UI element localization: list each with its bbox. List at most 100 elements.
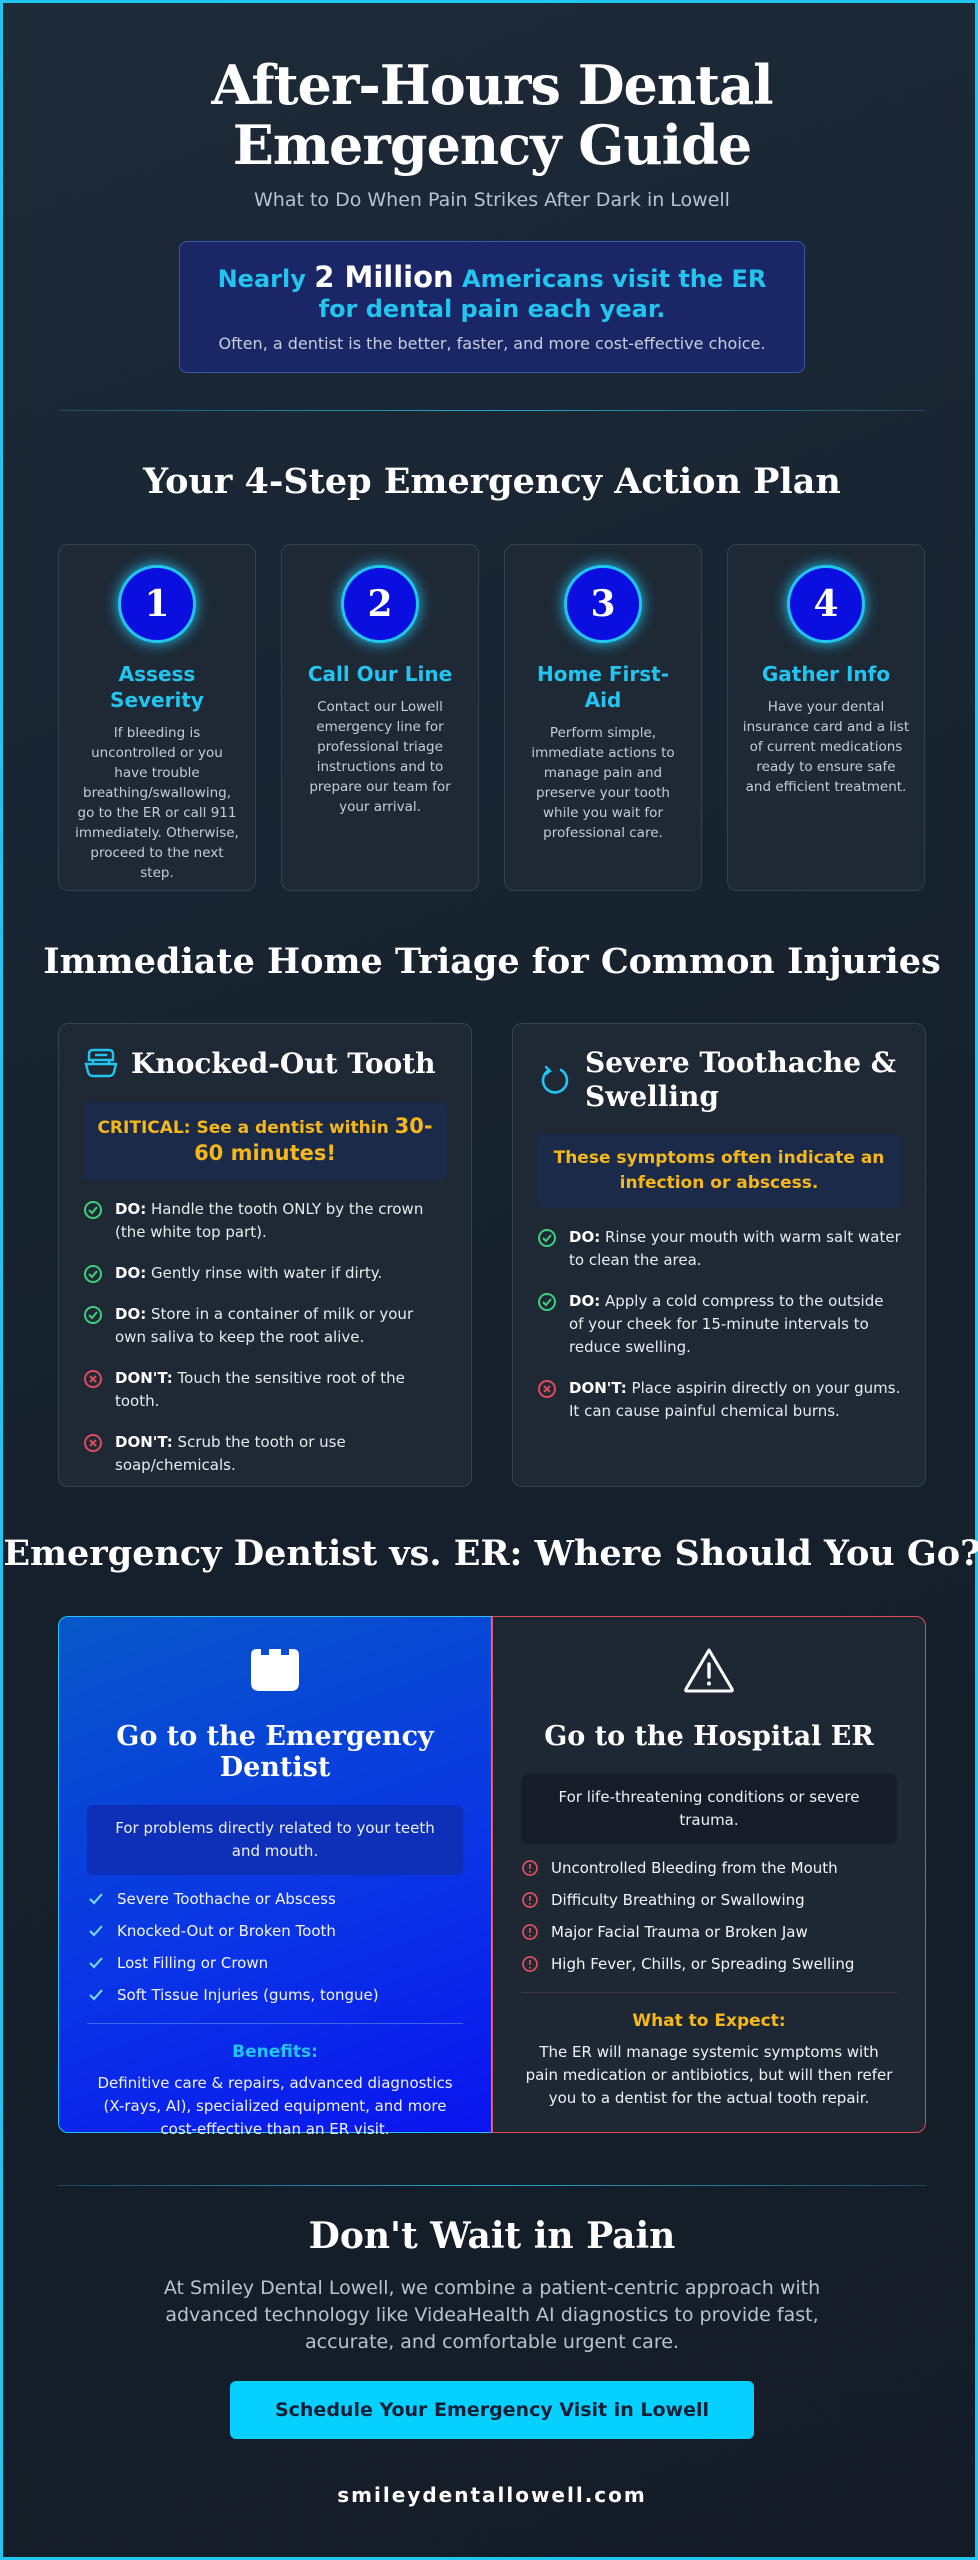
panel-separator [87,2023,463,2024]
steps-section-title: Your 4-Step Emergency Action Plan [143,461,841,502]
check-circle-icon [84,1201,102,1219]
step-title: Gather Info [761,662,891,686]
benefits-text: Definitive care & repairs, advanced diag… [97,2074,453,2138]
alert-circle-icon [522,1892,538,1908]
emergency-dentist-panel: Go to the Emergency Dentist For problems… [58,1616,492,2138]
step-text: If bleeding is uncontrolled or you have … [75,725,239,881]
benefits-heading: Benefits: [232,2042,318,2062]
x-circle-icon [84,1370,102,1388]
tooth-icon [84,1048,118,1078]
rule-text: Store in a container of milk or your own… [115,1305,414,1346]
list-item: Soft Tissue Injuries (gums, tongue) [87,1985,463,2005]
step-card-4: 4 Gather Info Have your dental insurance… [727,544,925,891]
expect-text: The ER will manage systemic symptoms wit… [525,2043,893,2107]
swelling-icon [541,1065,569,1094]
alert-circle-icon [522,1956,538,1972]
stat-suffix: Americans visit the ER for dental pain e… [318,265,767,323]
list-item-text: High Fever, Chills, or Spreading Swellin… [551,1955,855,1973]
rule-label: DON'T: [569,1379,627,1397]
card-title: Knocked-Out Tooth [131,1047,436,1080]
castle-tooth-icon [251,1649,299,1691]
rule-text: Apply a cold compress to the outside of … [569,1292,884,1356]
panel-title: Go to the Hospital ER [544,1721,874,1752]
list-item-text: Lost Filling or Crown [117,1954,269,1972]
step-number-badge: 3 [564,565,642,643]
rule-item: DO: Apply a cold compress to the outside… [537,1290,901,1359]
panel-title: Go to the Emergency Dentist [116,1721,434,1783]
infection-alert: These symptoms often indicate an infecti… [537,1134,901,1208]
list-item: High Fever, Chills, or Spreading Swellin… [521,1954,897,1974]
stat-note: Often, a dentist is the better, faster, … [218,334,766,353]
step-card-1: 1 Assess Severity If bleeding is uncontr… [58,544,256,891]
panel-separator [521,1992,897,1993]
step-card-3: 3 Home First-Aid Perform simple, immedia… [504,544,702,891]
rule-label: DO: [569,1228,601,1246]
rule-text: Rinse your mouth with warm salt water to… [569,1228,901,1269]
list-item-text: Difficulty Breathing or Swallowing [551,1891,805,1909]
alert-text: These symptoms often indicate an infecti… [553,1148,885,1193]
alert-circle-icon [522,1860,538,1876]
stat-line: Nearly 2 Million Americans visit the ER … [180,262,804,324]
check-circle-icon [538,1293,556,1311]
comparison-section-title: Emergency Dentist vs. ER: Where Should Y… [3,1533,978,1574]
step-number-badge: 4 [787,565,865,643]
divider [58,2185,926,2186]
list-item: Severe Toothache or Abscess [87,1889,463,1909]
step-title: Assess Severity [110,662,204,712]
step-text: Have your dental insurance card and a li… [742,699,910,795]
check-circle-icon [538,1229,556,1247]
check-icon [89,1989,103,2001]
check-icon [89,1925,103,1937]
rule-label: DO: [115,1305,147,1323]
rule-text: Handle the tooth ONLY by the crown (the … [115,1200,424,1241]
hospital-er-panel: Go to the Hospital ER For life-threateni… [492,1616,926,2133]
rule-text: Place aspirin directly on your gums. It … [569,1379,901,1420]
page-title: After-Hours Dental Emergency Guide [211,53,773,177]
list-item: Knocked-Out or Broken Tooth [87,1921,463,1941]
rule-label: DO: [115,1200,147,1218]
rule-label: DON'T: [115,1369,173,1387]
expect-heading: What to Expect: [632,2011,786,2031]
list-item: Lost Filling or Crown [87,1953,463,1973]
cta-text: At Smiley Dental Lowell, we combine a pa… [163,2277,821,2353]
rule-item: DON'T: Touch the sensitive root of the t… [83,1367,447,1413]
cta-title: Don't Wait in Pain [308,2215,676,2257]
knocked-out-tooth-card: Knocked-Out Tooth CRITICAL: See a dentis… [58,1023,472,1487]
alert-highlight: 30-60 minutes! [194,1114,433,1165]
list-item: Uncontrolled Bleeding from the Mouth [521,1858,897,1878]
stat-prefix: Nearly [217,265,306,293]
rule-label: DO: [115,1264,147,1282]
schedule-visit-button[interactable]: Schedule Your Emergency Visit in Lowell [230,2381,754,2439]
rule-item: DO: Store in a container of milk or your… [83,1303,447,1349]
triage-section-title: Immediate Home Triage for Common Injurie… [43,941,941,982]
check-icon [89,1957,103,1969]
step-title: Call Our Line [307,662,453,686]
rule-label: DON'T: [115,1433,173,1451]
critical-alert: CRITICAL: See a dentist within 30-60 min… [83,1102,447,1180]
rule-text: Touch the sensitive root of the tooth. [115,1369,405,1410]
alert-circle-icon [522,1924,538,1940]
list-item-text: Knocked-Out or Broken Tooth [117,1922,336,1940]
check-icon [89,1893,103,1905]
card-title: Severe Toothache & Swelling [585,1046,897,1113]
divider [58,410,926,411]
rule-item: DON'T: Scrub the tooth or use soap/chemi… [83,1431,447,1477]
panel-description: For life-threatening conditions or sever… [521,1774,897,1844]
list-item-text: Soft Tissue Injuries (gums, tongue) [117,1986,379,2004]
list-item-text: Major Facial Trauma or Broken Jaw [551,1923,808,1941]
list-item-text: Severe Toothache or Abscess [117,1890,336,1908]
toothache-swelling-card: Severe Toothache & Swelling These sympto… [512,1023,926,1487]
warning-icon [684,1648,734,1693]
step-card-2: 2 Call Our Line Contact our Lowell emerg… [281,544,479,891]
stat-callout: Nearly 2 Million Americans visit the ER … [179,241,805,373]
panel-description: For problems directly related to your te… [87,1805,463,1875]
website-link[interactable]: smileydentallowell.com [337,2483,647,2507]
x-circle-icon [538,1380,556,1398]
step-number-badge: 1 [118,565,196,643]
x-circle-icon [84,1434,102,1452]
check-circle-icon [84,1306,102,1324]
er-conditions-list: Uncontrolled Bleeding from the Mouth Dif… [521,1858,897,1974]
stat-highlight: 2 Million [314,260,454,294]
list-item-text: Uncontrolled Bleeding from the Mouth [551,1859,838,1877]
